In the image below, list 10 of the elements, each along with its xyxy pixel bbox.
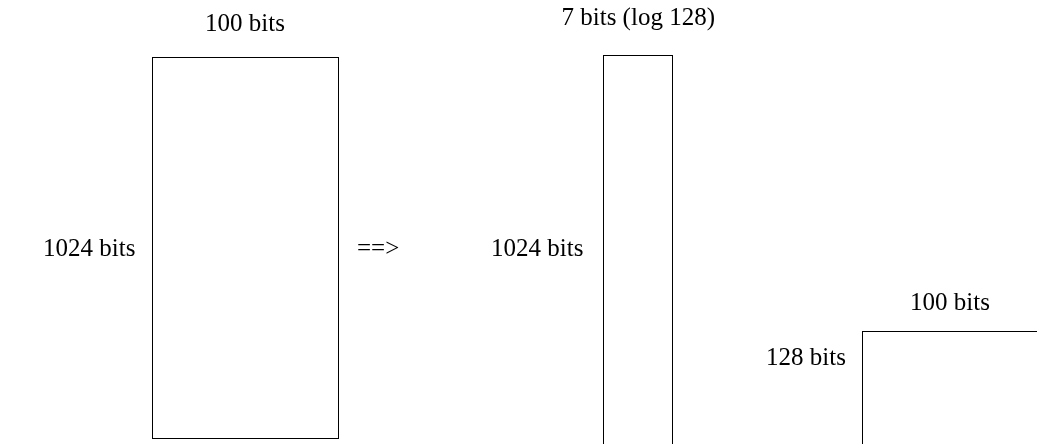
height-dimension-label: 1024 bits [43, 233, 136, 263]
width-dimension-label: 100 bits [205, 8, 285, 38]
width-dimension-label: 7 bits (log 128) [561, 2, 715, 32]
rectangle-box [603, 55, 673, 444]
rectangle-box [152, 57, 339, 439]
height-dimension-label: 128 bits [766, 342, 846, 372]
width-dimension-label: 100 bits [910, 287, 990, 317]
rectangle-box [862, 331, 1037, 444]
height-dimension-label: 1024 bits [491, 233, 584, 263]
text-arrow: ==> [357, 233, 400, 263]
